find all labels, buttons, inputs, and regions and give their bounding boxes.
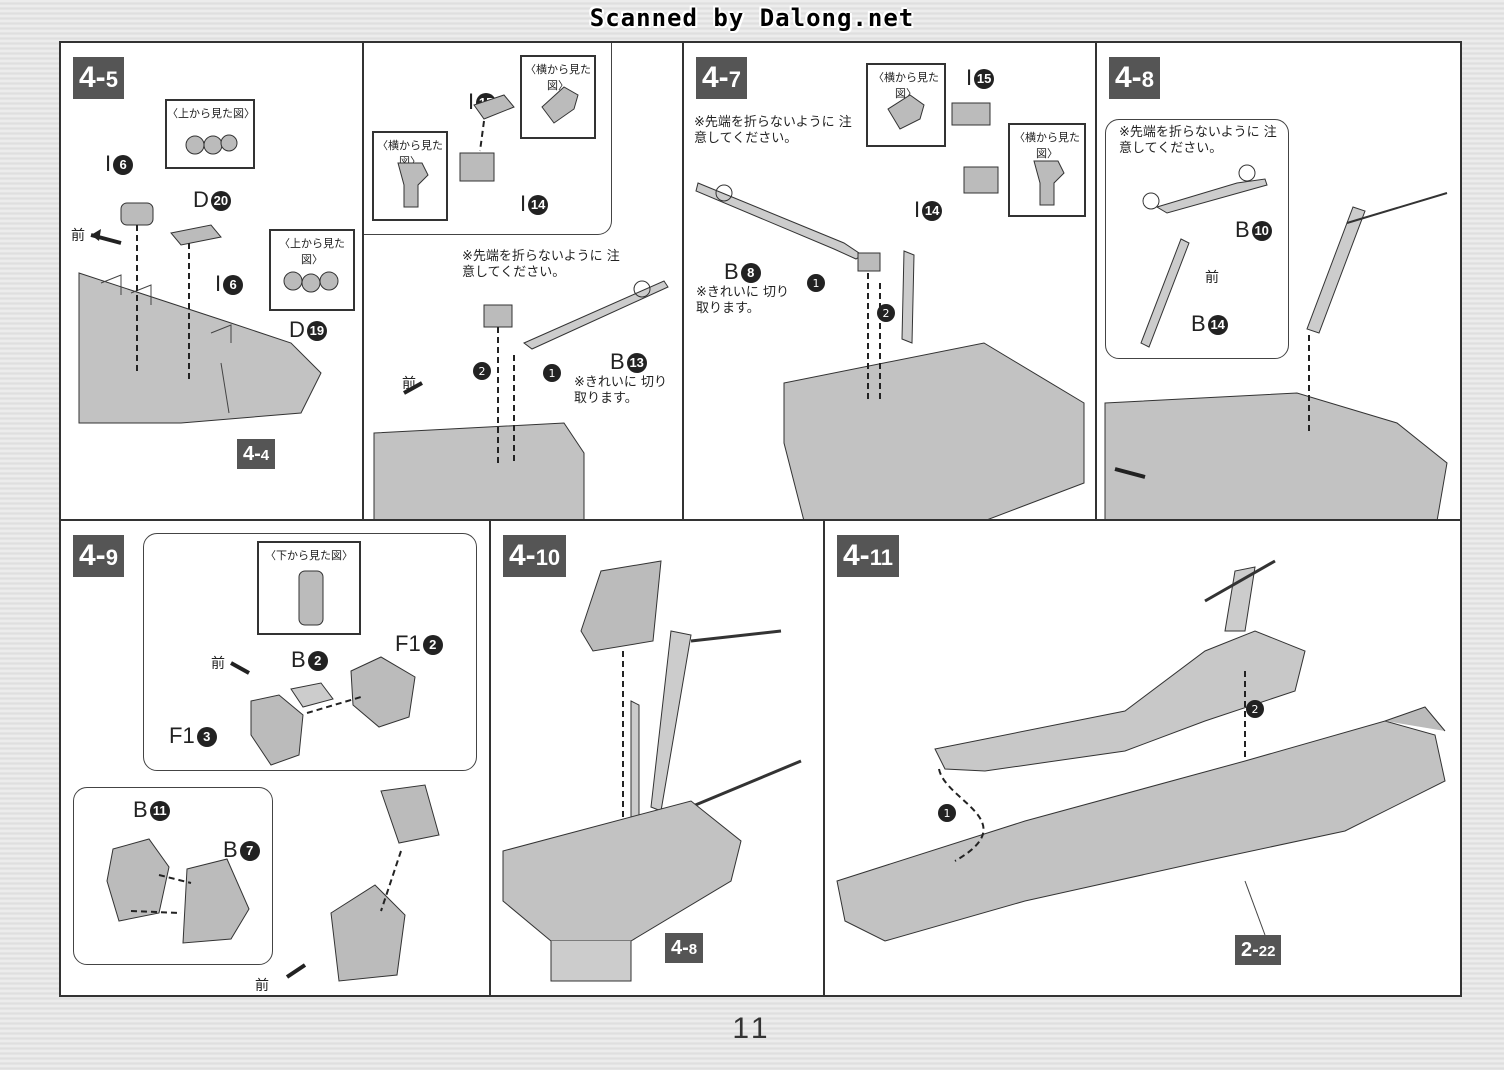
part-detail-illustration [887,94,925,130]
view-caption: 〈下から見た図〉 [265,549,353,562]
assembly-illustration: 1 2 [695,102,1085,519]
assembly-illustration [502,560,802,982]
part-detail-illustration [283,271,339,293]
panel-step-4-8: 4-8 ※先端を折らないように 注意してください。 B10 前 B14 前 [1097,43,1460,521]
front-direction-label: 前 [255,978,269,994]
side-view-box: 〈横から見た図〉 [520,55,596,139]
step-number: 4-8 [1109,57,1160,99]
tip-caution-note: ※先端を折らないように 注意してください。 [462,249,620,280]
view-caption: 〈横から見た図〉 [1014,131,1080,160]
panel-step-4-6: 4-6 〈横から見た図〉 〈横から見た図〉 I15 I14 ※先端を折らないよう… [364,43,684,521]
top-view-box-2: 〈上から見た図〉 [269,229,355,311]
tip-caution-note: ※先端を折らないように 注意してください。 [694,115,852,146]
part-detail-illustration [1033,160,1065,206]
assembly-illustration: 2 1 [373,94,669,519]
clean-cut-note: ※きれいに 切り取ります。 [696,285,790,316]
side-view-box: 〈横から見た図〉 [866,63,946,147]
step-number: 4-9 [73,535,124,577]
order-mark-1: 1 [944,807,951,820]
panel-step-4-10: 4-10 4-8 [491,521,825,997]
bottom-view-box: 〈下から見た図〉 [257,541,361,635]
order-mark-2: 2 [1252,703,1259,716]
view-caption: 〈上から見た図〉 [279,237,345,266]
part-detail-illustration [397,162,429,208]
view-caption: 〈上から見た図〉 [167,107,255,120]
clean-cut-note: ※きれいに 切り取ります。 [574,375,668,406]
assembly-illustration [106,656,440,982]
part-detail-illustration [541,86,579,124]
panel-step-4-7: 4-7 ※先端を折らないように 注意してください。 〈横から見た図〉 〈横から見… [684,43,1097,521]
view-caption: 〈横から見た図〉 [873,71,939,100]
side-view-box: 〈横から見た図〉 [1008,123,1086,217]
step-number: 4-7 [696,57,747,99]
front-direction-label: 前 [71,228,85,244]
order-mark-2: 2 [479,365,486,378]
assembly-illustration: 1 2 [836,559,1446,942]
reference-step-badge: 2-22 [1235,935,1282,965]
reference-step-badge: 4-8 [665,933,704,963]
step-number: 4-10 [503,535,567,577]
front-direction-label: 前 [1205,270,1219,286]
step-number: 4-5 [73,57,124,99]
scan-watermark: Scanned by Dalong.net [589,4,915,32]
order-mark-1: 1 [549,367,556,380]
part-detail-illustration [298,570,324,626]
assembly-illustration [1104,164,1448,519]
order-mark-2: 2 [883,307,890,320]
order-mark-1: 1 [813,277,820,290]
detail-callout [73,787,273,965]
panel-step-4-11: 4-11 1 2 2-22 [825,521,1460,997]
step-number: 4-11 [837,535,899,577]
page-number: 11 [732,1012,772,1045]
part-detail-illustration [185,134,238,155]
assembly-illustration [78,202,322,424]
side-view-box: 〈横から見た図〉 [372,131,448,221]
top-view-box: 〈上から見た図〉 [165,99,255,169]
tip-caution-note: ※先端を折らないように 注意してください。 [1119,125,1277,156]
reference-step-badge: 4-4 [237,439,276,469]
front-direction-label: 前 [211,656,225,672]
